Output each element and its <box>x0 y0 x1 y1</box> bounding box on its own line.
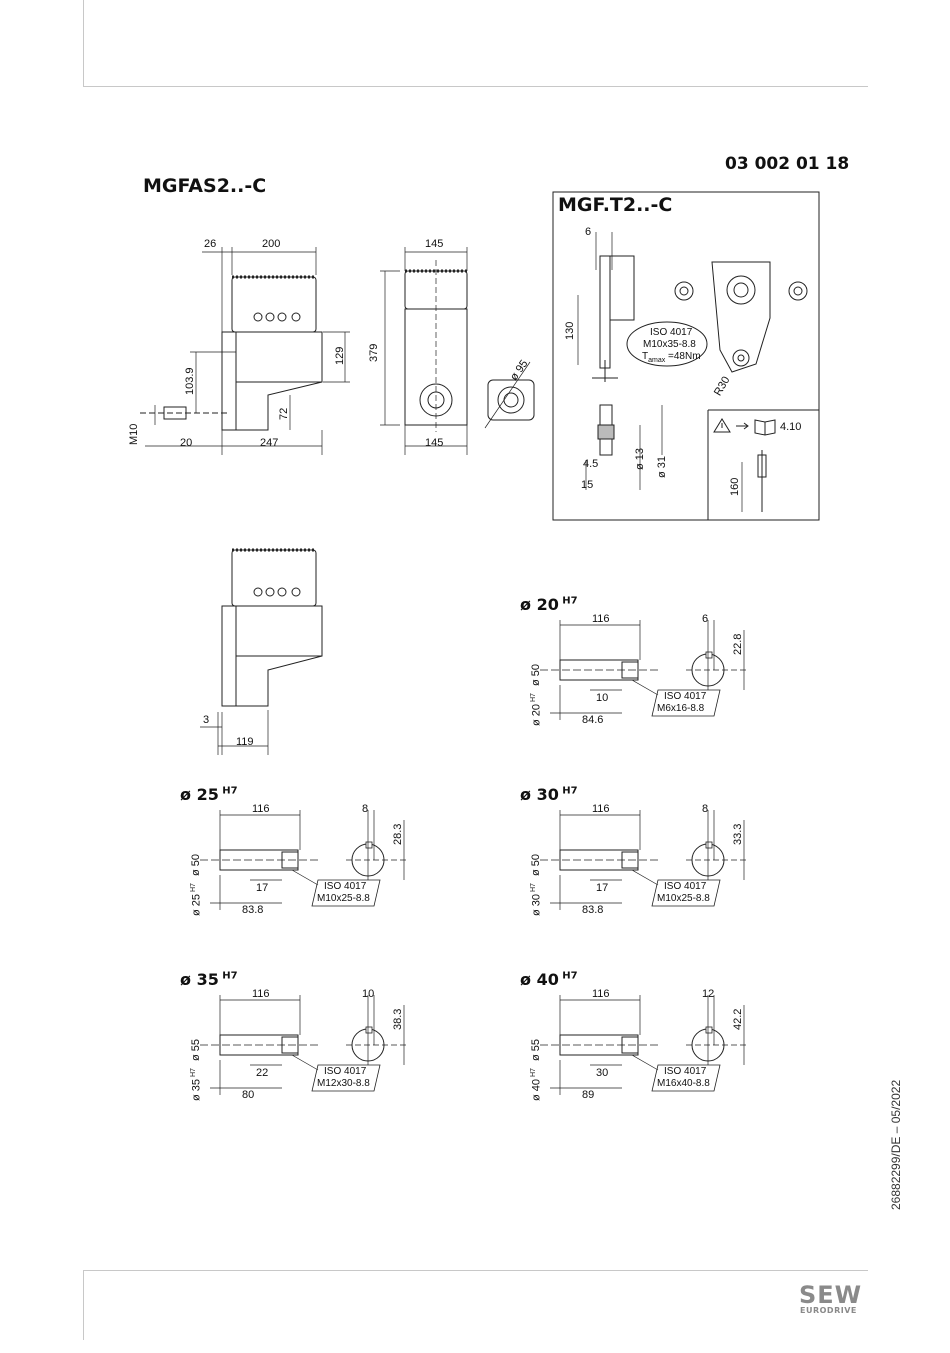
main-title: MGFAS2..-C <box>143 175 267 197</box>
dim-26: 26 <box>204 238 217 250</box>
shaft-depth-s30: 17 <box>596 882 609 894</box>
dim-20: 20 <box>180 437 193 449</box>
shaft-bolt1-s25: ISO 4017 <box>324 881 367 892</box>
shaft-bolt1-s40: ISO 4017 <box>664 1066 707 1077</box>
document-number: 03 002 01 18 <box>725 154 850 174</box>
torque-arm-drawing <box>577 232 808 512</box>
lower-side-view <box>200 548 323 755</box>
shaft-depth-s20: 10 <box>596 692 609 704</box>
ta-dim-15: 15 <box>581 479 594 491</box>
dim-72: 72 <box>278 407 290 420</box>
shaft-bore-s20: ø 20 H7 <box>530 693 543 726</box>
warning-icon <box>713 418 749 433</box>
shaft-total-s35: 80 <box>242 1089 255 1101</box>
side-view <box>140 247 350 455</box>
dim-200: 200 <box>262 238 281 250</box>
shaft-bolt2-s25: M10x25-8.8 <box>317 893 370 904</box>
top-left-rule <box>83 0 84 86</box>
shaft-bore-s30: ø 30 H7 <box>530 883 543 916</box>
shaft-depth-s25: 17 <box>256 882 269 894</box>
torque-arm-title: MGF.T2..-C <box>558 194 673 216</box>
shaft-bolt2-s40: M16x40-8.8 <box>657 1078 710 1089</box>
shaft-title-s30: ø 30 H7 <box>520 785 578 804</box>
shaft-total-s30: 83.8 <box>582 904 604 916</box>
shaft-height-s30: 33.3 <box>732 823 744 845</box>
shaft-title-s35: ø 35 H7 <box>180 970 238 989</box>
front-view <box>380 247 468 455</box>
shaft-height-s25: 28.3 <box>392 823 404 845</box>
dim-103-9: 103.9 <box>184 367 196 395</box>
shaft-len-s35: 116 <box>252 988 270 1000</box>
dim-119: 119 <box>236 736 254 748</box>
shaft-title-s40: ø 40 H7 <box>520 970 578 989</box>
shaft-outer-s25: ø 50 <box>190 853 202 876</box>
shaft-outer-s40: ø 55 <box>530 1038 542 1061</box>
shaft-total-s25: 83.8 <box>242 904 264 916</box>
shaft-bolt1-s35: ISO 4017 <box>324 1066 367 1077</box>
dim-3: 3 <box>203 714 210 726</box>
document-side-code: 26882299/DE – 05/2022 <box>889 1079 903 1210</box>
shaft-total-s40: 89 <box>582 1089 595 1101</box>
ta-bolt-note: ISO 4017 M10x35-8.8 Tamax =48Nm <box>642 327 701 364</box>
shaft-len-s40: 116 <box>592 988 610 1000</box>
shaft-key-s40: 12 <box>702 988 715 1000</box>
sew-logo: SEW <box>799 1281 863 1309</box>
shaft-title-s25: ø 25 H7 <box>180 785 238 804</box>
shaft-key-s25: 8 <box>362 803 369 815</box>
shaft-bolt1-s30: ISO 4017 <box>664 881 707 892</box>
shaft-len-s30: 116 <box>592 803 610 815</box>
shaft-bore-s40: ø 40 H7 <box>530 1068 543 1101</box>
shaft-bolt2-s35: M12x30-8.8 <box>317 1078 370 1089</box>
shaft-len-s20: 116 <box>592 613 610 625</box>
dim-247: 247 <box>260 437 279 449</box>
shaft-key-s20: 6 <box>702 613 709 625</box>
shaft-key-s35: 10 <box>362 988 375 1000</box>
shaft-outer-s20: ø 50 <box>530 663 542 686</box>
shaft-outer-s30: ø 50 <box>530 853 542 876</box>
bottom-rule <box>83 1270 868 1271</box>
eurodrive-logo: EURODRIVE <box>800 1306 857 1315</box>
dim-145-bottom: 145 <box>425 437 444 449</box>
ta-dim-13: ø 13 <box>634 447 646 470</box>
ta-ref-section: 4.10 <box>780 421 802 433</box>
shaft-bore-s35: ø 35 H7 <box>190 1068 203 1101</box>
shaft-len-s25: 116 <box>252 803 270 815</box>
dim-379: 379 <box>368 343 380 362</box>
ta-dim-6: 6 <box>585 226 592 238</box>
shaft-bolt1-s20: ISO 4017 <box>664 691 707 702</box>
shaft-height-s20: 22.8 <box>732 633 744 655</box>
shaft-height-s35: 38.3 <box>392 1008 404 1030</box>
shaft-bolt2-s20: M6x16-8.8 <box>657 703 705 714</box>
shaft-height-s40: 42.2 <box>732 1008 744 1030</box>
shaft-outer-s35: ø 55 <box>190 1038 202 1061</box>
manual-book-icon <box>754 419 776 436</box>
shaft-title-s20: ø 20 H7 <box>520 595 578 614</box>
ta-dim-31: ø 31 <box>656 455 668 478</box>
ta-dim-4-5: 4.5 <box>583 458 599 470</box>
shaft-depth-s40: 30 <box>596 1067 609 1079</box>
dim-145-top: 145 <box>425 238 444 250</box>
flange-view <box>484 361 535 429</box>
shaft-bore-s25: ø 25 H7 <box>190 883 203 916</box>
ta-dim-160: 160 <box>729 477 741 496</box>
dim-129: 129 <box>334 346 346 365</box>
top-rule <box>83 86 868 87</box>
shaft-bolt2-s30: M10x25-8.8 <box>657 893 710 904</box>
bottom-left-rule <box>83 1270 84 1340</box>
dim-m10: M10 <box>128 423 140 445</box>
shaft-depth-s35: 22 <box>256 1067 269 1079</box>
shaft-key-s30: 8 <box>702 803 709 815</box>
shaft-total-s20: 84.6 <box>582 714 604 726</box>
ta-dim-130: 130 <box>564 321 576 340</box>
